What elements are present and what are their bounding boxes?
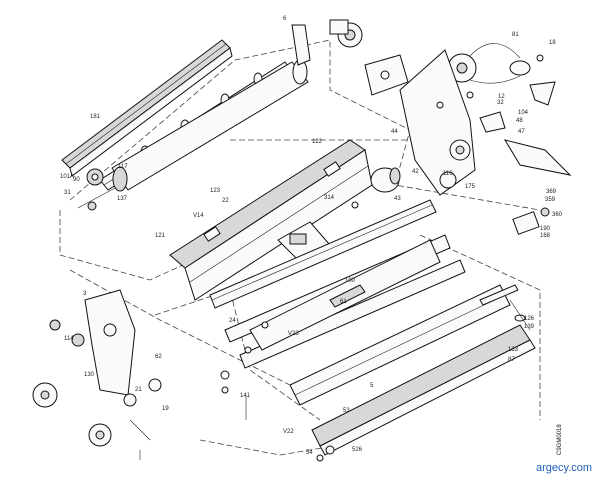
upper-roller — [61, 39, 233, 177]
callout-3: 3 — [83, 291, 87, 297]
callout-360: 360 — [552, 212, 563, 218]
callout-87: 87 — [508, 357, 515, 363]
watermark[interactable]: argecy.com — [536, 462, 593, 474]
callout-12: 12 — [498, 94, 505, 100]
fasteners — [139, 91, 474, 462]
callout-314: 314 — [324, 195, 335, 201]
callout-126: 126 — [524, 316, 535, 322]
callout-190: 190 — [540, 226, 551, 232]
lower-rollers — [289, 284, 536, 456]
callout-141: 141 — [240, 393, 251, 399]
callout-100: 100 — [345, 278, 356, 284]
callout-122: 122 — [312, 139, 323, 145]
callout-19: 19 — [162, 406, 169, 412]
callout-168: 168 — [540, 233, 551, 239]
callout-21: 21 — [135, 387, 142, 393]
sensor-unit — [512, 207, 550, 235]
cylinder-motor — [370, 167, 401, 193]
callout-43: 43 — [394, 196, 401, 202]
callout-181: 181 — [90, 114, 101, 120]
callout-5: 5 — [370, 383, 374, 389]
right-side-frame — [399, 49, 572, 196]
top-motor-assembly — [291, 19, 409, 96]
callout-18: 18 — [549, 40, 556, 46]
callout-47: 47 — [518, 129, 525, 135]
callout-369: 369 — [546, 189, 557, 195]
figure-id: C9GM0018 — [557, 424, 563, 455]
callout-139: 139 — [524, 324, 535, 330]
right-rod — [479, 284, 531, 331]
callout-130: 130 — [84, 372, 95, 378]
callout-133: 133 — [508, 347, 519, 353]
callout-V14: V14 — [193, 213, 204, 219]
callout-116: 116 — [443, 171, 453, 177]
callout-359: 359 — [545, 197, 556, 203]
callout-137: 137 — [117, 196, 128, 202]
callout-117: 117 — [118, 164, 128, 170]
callout-54: 54 — [306, 450, 313, 456]
callout-526: 526 — [352, 447, 363, 453]
callout-V22: V22 — [283, 429, 294, 435]
callout-104: 104 — [518, 110, 529, 116]
callout-22: 22 — [222, 198, 229, 204]
callout-123: 123 — [210, 188, 221, 194]
left-spindle — [77, 168, 116, 211]
callout-42: 42 — [412, 169, 419, 175]
callout-labels: 181 6 81 18 12 32 104 48 47 31 101A 90 1… — [60, 16, 563, 456]
paper-guide — [249, 239, 441, 351]
callout-61: 61 — [340, 299, 347, 305]
callout-175: 175 — [465, 184, 476, 190]
callout-101A: 101A — [60, 174, 74, 180]
callout-81: 81 — [512, 32, 519, 38]
left-side-frame — [49, 289, 136, 396]
callout-121: 121 — [155, 233, 166, 239]
platen-roller — [111, 59, 309, 192]
callout-53: 53 — [343, 408, 350, 414]
callout-24: 24 — [229, 318, 236, 324]
callout-31: 31 — [64, 190, 71, 196]
callout-32: 32 — [497, 100, 504, 106]
callout-44: 44 — [391, 129, 398, 135]
callout-48: 48 — [516, 118, 523, 124]
left-motors — [32, 378, 162, 447]
carriage-frame — [169, 139, 373, 301]
callout-6: 6 — [283, 16, 287, 22]
callout-V23: V23 — [288, 331, 299, 337]
callout-114: 114 — [64, 336, 74, 342]
callout-90: 90 — [73, 177, 80, 183]
callout-62: 62 — [155, 354, 162, 360]
